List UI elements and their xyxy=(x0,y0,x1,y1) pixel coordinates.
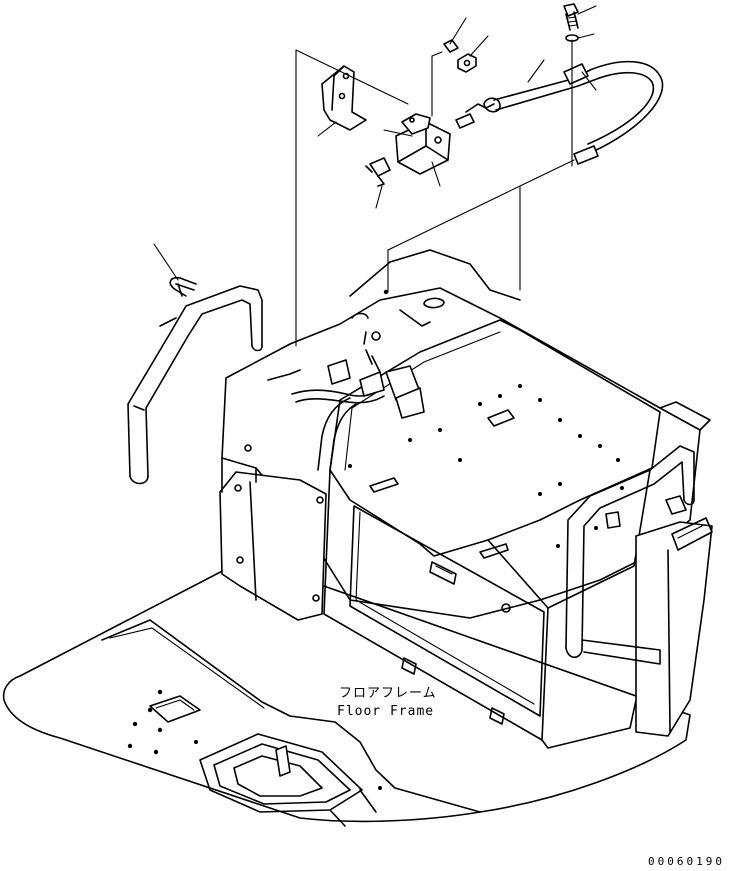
u-bolt xyxy=(169,276,197,297)
floor-frame-label-jp: フロアフレーム xyxy=(339,686,437,701)
control-cable xyxy=(455,60,664,165)
nut-and-washer xyxy=(443,39,477,73)
console-box xyxy=(221,249,711,749)
floor-plate xyxy=(2,559,691,827)
drawing-code: 00060190 xyxy=(648,855,725,868)
left-handrail xyxy=(127,285,263,485)
switch-bracket xyxy=(395,113,451,175)
mounting-bracket xyxy=(321,65,367,131)
left-side-cover xyxy=(219,444,327,621)
floor-frame-label-en: Floor Frame xyxy=(337,704,434,719)
limit-switch xyxy=(365,157,391,187)
wiring-harness xyxy=(267,312,425,471)
leader-lines xyxy=(153,5,597,347)
bolt xyxy=(563,3,579,42)
right-handrail xyxy=(565,445,695,665)
right-side-cover xyxy=(635,495,713,737)
